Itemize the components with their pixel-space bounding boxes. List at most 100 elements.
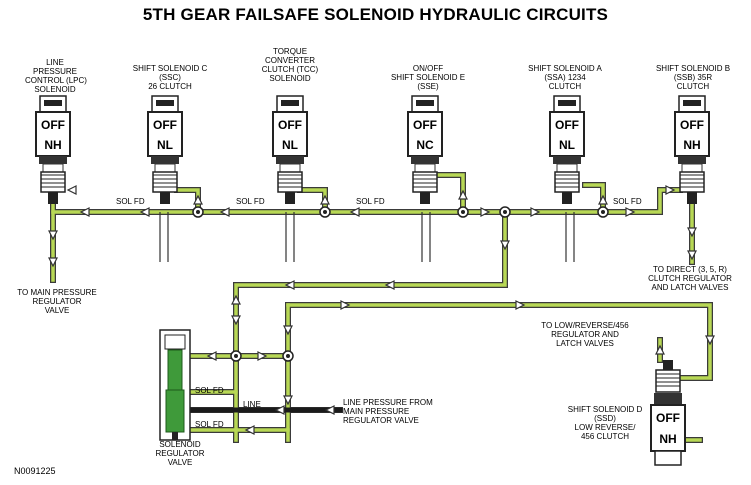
dest-main-pressure: TO MAIN PRESSURE REGULATOR VALVE <box>12 288 102 315</box>
dest-low-line3: LATCH VALVES <box>556 339 614 348</box>
lpc-line4: SOLENOID <box>34 85 76 94</box>
tcc-line4: SOLENOID <box>269 74 311 83</box>
flow-arrow <box>79 207 90 217</box>
flow-arrow <box>320 194 330 205</box>
flow-arrow <box>705 335 715 346</box>
ssd-line3: LOW REVERSE/ <box>574 423 636 432</box>
sol-fd-passage <box>175 188 200 214</box>
flow-arrow <box>324 405 335 415</box>
dest-low-line2: REGULATOR AND <box>551 330 619 339</box>
ssd-line4: 456 CLUTCH <box>580 432 629 441</box>
sse-line2: SHIFT SOLENOID E <box>390 73 466 82</box>
dest-main-line3: VALVE <box>44 306 70 315</box>
junction-core <box>286 354 290 358</box>
reg-line1: SOLENOID <box>159 440 201 449</box>
solenoid-type-text: NL <box>282 138 298 152</box>
connector-cap <box>654 450 682 466</box>
lpc-line1: LINE <box>46 58 64 67</box>
connector-slot <box>416 100 434 106</box>
solenoid-state-text: OFF <box>413 118 437 132</box>
flow-arrow <box>458 189 468 200</box>
solenoid-neck <box>681 163 703 173</box>
ssd-line1: SHIFT SOLENOID D <box>567 405 643 414</box>
flow-arrow <box>66 185 77 195</box>
flow-arrow <box>500 240 510 251</box>
solenoid-tip <box>687 192 697 204</box>
connector-slot <box>44 100 62 106</box>
connector-slot <box>683 100 701 106</box>
ssb-line1: SHIFT SOLENOID B <box>655 64 731 73</box>
ssc-line1: SHIFT SOLENOID C <box>132 64 208 73</box>
flow-arrow <box>349 207 360 217</box>
solenoid-label-ssb: SHIFT SOLENOID B (SSB) 35R CLUTCH <box>648 64 738 91</box>
solenoid-type-text: NL <box>157 138 173 152</box>
solenoid-tip <box>160 192 170 204</box>
flow-arrow <box>139 207 150 217</box>
solenoid-4: OFF NL <box>549 95 585 204</box>
dest-lp-line3: REGULATOR VALVE <box>343 416 419 425</box>
ssc-line3: 26 CLUTCH <box>148 82 192 91</box>
figure-id: N0091225 <box>14 466 56 476</box>
flow-arrow <box>219 207 230 217</box>
diagram-title: 5TH GEAR FAILSAFE SOLENOID HYDRAULIC CIR… <box>142 5 609 24</box>
dest-main-line1: TO MAIN PRESSURE <box>17 288 97 297</box>
state-box <box>147 111 183 157</box>
flow-arrow <box>274 405 285 415</box>
solenoid-label-ssc: SHIFT SOLENOID C (SSC) 26 CLUTCH <box>125 64 215 91</box>
solenoid-tip <box>285 192 295 204</box>
pipe-outline <box>285 302 713 381</box>
solenoid-label-ssd: SHIFT SOLENOID D (SSD) LOW REVERSE/ 456 … <box>560 405 650 441</box>
flow-arrow <box>665 185 676 195</box>
junction-core <box>601 210 605 214</box>
solenoid-label-lpc: LINE PRESSURE CONTROL (LPC) SOLENOID <box>25 58 87 94</box>
dest-lp-line2: MAIN PRESSURE <box>343 407 410 416</box>
solenoid-state-text: OFF <box>656 411 680 425</box>
solenoid-type-text: NH <box>44 138 61 152</box>
tcc-line1: TORQUE <box>272 47 308 56</box>
sse-line1: ON/OFF <box>412 64 444 73</box>
solenoid-state-text: OFF <box>41 118 65 132</box>
solenoid-tip <box>562 192 572 204</box>
junction-core <box>196 210 200 214</box>
solenoid-2: OFF NL <box>272 95 308 204</box>
reg-line3: VALVE <box>167 458 193 467</box>
sol-fd-label-2: SOL FD <box>236 197 265 206</box>
state-box <box>407 111 443 157</box>
solenoid-collar <box>151 156 179 164</box>
dest-direct-line3: AND LATCH VALVES <box>651 283 729 292</box>
dest-direct-clutch: TO DIRECT (3, 5, R) CLUTCH REGULATOR AND… <box>640 265 740 292</box>
state-box <box>35 111 71 157</box>
dest-low-reverse: TO LOW/REVERSE/456 REGULATOR AND LATCH V… <box>535 321 635 348</box>
dest-low-line1: TO LOW/REVERSE/456 <box>541 321 629 330</box>
flow-arrow <box>480 207 491 217</box>
junction-core <box>234 354 238 358</box>
solenoid-0: OFF NH <box>35 95 71 204</box>
solenoid-regulator-valve <box>159 329 191 441</box>
lpc-line3: CONTROL (LPC) <box>25 76 87 85</box>
solenoid-state-text: OFF <box>555 118 579 132</box>
solenoid-collar <box>39 156 67 164</box>
ssb-line3: CLUTCH <box>676 82 710 91</box>
flow-arrow <box>193 194 203 205</box>
flow-arrow <box>530 207 541 217</box>
sol-fd-passage <box>428 173 465 214</box>
solenoid-tip <box>663 360 673 370</box>
dest-line-pressure-from: LINE PRESSURE FROM MAIN PRESSURE REGULAT… <box>343 398 453 425</box>
solenoid-stems <box>159 212 575 262</box>
flow-arrow <box>284 280 295 290</box>
sse-line3: (SSE) <box>417 82 439 91</box>
flow-arrow <box>231 294 241 305</box>
solenoid-type-text: NL <box>559 138 575 152</box>
dest-direct-line2: CLUTCH REGULATOR <box>648 274 732 283</box>
sol-fd-label-3: SOL FD <box>356 197 385 206</box>
flow-arrow <box>48 257 58 268</box>
solenoid-state-text: OFF <box>278 118 302 132</box>
solenoid-type-text: NH <box>683 138 700 152</box>
solenoid-type-text: NC <box>416 138 434 152</box>
solenoid-collar <box>276 156 304 164</box>
sol-fd-passage <box>298 188 327 214</box>
solenoid-state-text: OFF <box>680 118 704 132</box>
flow-arrow <box>687 250 697 261</box>
